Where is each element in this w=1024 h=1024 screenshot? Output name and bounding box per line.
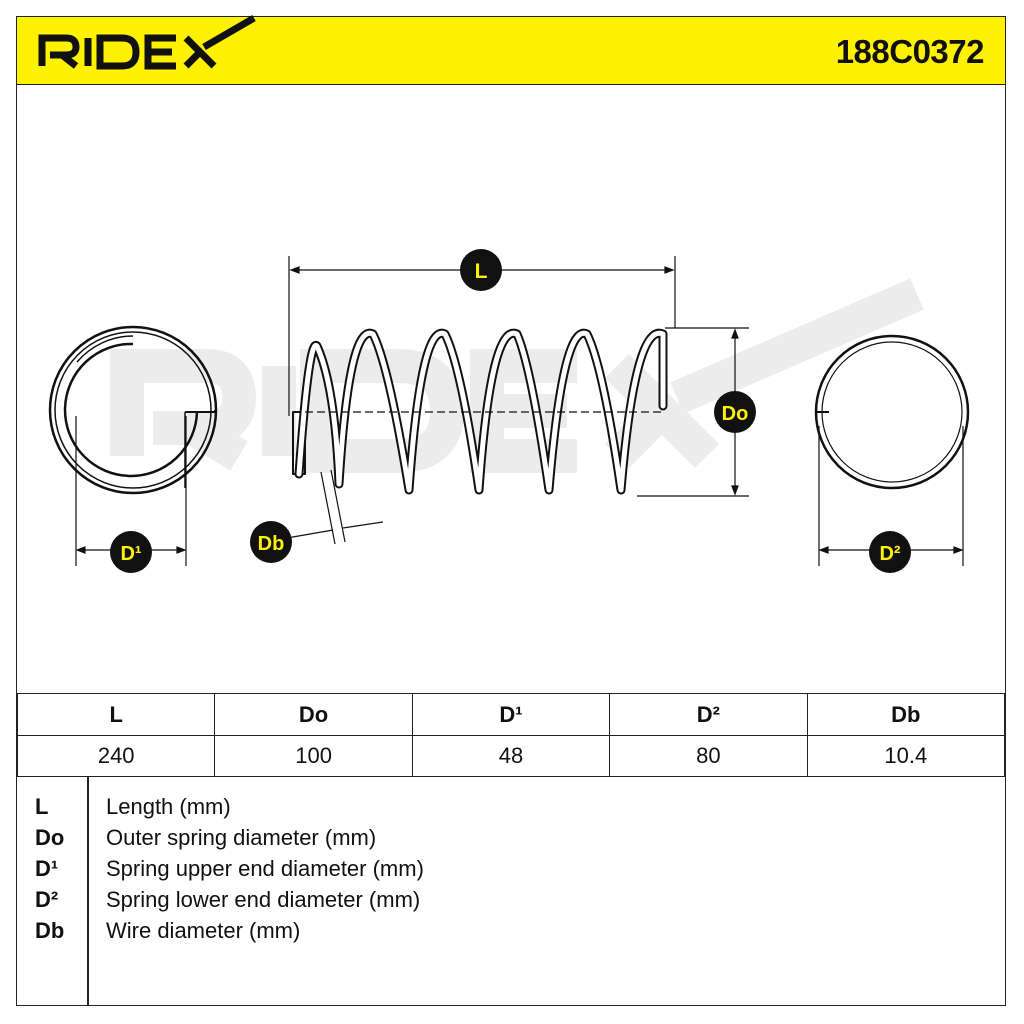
ridex-watermark	[110, 278, 924, 473]
svg-text:D¹: D¹	[120, 543, 141, 565]
legend-desc: Outer spring diameter (mm)	[106, 825, 377, 850]
spec-header-l: L	[16, 693, 216, 736]
legend-item: Do Outer spring diameter (mm)	[17, 825, 1005, 855]
spec-header-d1: D¹	[411, 693, 611, 736]
legend-desc: Wire diameter (mm)	[106, 918, 301, 943]
spec-value-d1: 48	[411, 735, 611, 777]
legend-item: L Length (mm)	[17, 794, 1005, 824]
legend: L Length (mm) Do Outer spring diameter (…	[17, 777, 1005, 1006]
legend-item: D¹ Spring upper end diameter (mm)	[17, 856, 1005, 886]
spring-coil	[292, 328, 668, 495]
outer-frame	[16, 16, 1006, 1006]
legend-abbr: D¹	[35, 856, 59, 881]
part-number: 188C0372	[835, 33, 985, 70]
spec-header-d2: D²	[609, 693, 808, 736]
svg-text:D²: D²	[879, 543, 900, 565]
spring-diagram: L Do D¹ D² Db	[48, 249, 970, 573]
spec-value-db: 10.4	[806, 735, 1006, 777]
ridex-logo	[38, 14, 256, 70]
legend-desc: Spring lower end diameter (mm)	[106, 887, 421, 912]
legend-desc: Length (mm)	[106, 794, 231, 819]
label-badge-d1: D¹	[110, 531, 152, 573]
spec-value-row: 240 100 48 80 10.4	[16, 735, 1006, 777]
label-badge-d2: D²	[869, 531, 911, 573]
spec-value-do: 100	[214, 735, 413, 777]
spec-value-d2: 80	[609, 735, 808, 777]
spec-header-do: Do	[214, 693, 413, 736]
legend-abbr: Do	[35, 825, 65, 850]
legend-item: D² Spring lower end diameter (mm)	[17, 887, 1005, 917]
header-bar	[17, 17, 1005, 85]
spec-header-row: L Do D¹ D² Db	[16, 693, 1006, 736]
svg-text:Do: Do	[722, 403, 749, 425]
svg-text:L: L	[475, 260, 488, 283]
spec-header-db: Db	[806, 693, 1006, 736]
wire-diameter-dimension	[286, 469, 384, 545]
upper-end-ring	[48, 325, 218, 495]
legend-divider	[87, 777, 89, 1006]
legend-item: Db Wire diameter (mm)	[17, 918, 1005, 948]
label-badge-l: L	[460, 249, 502, 291]
spec-value-l: 240	[16, 735, 216, 777]
label-badge-db: Db	[250, 521, 292, 563]
label-badge-do: Do	[714, 391, 756, 433]
spec-table: L Do D¹ D² Db 240 100 48 80 10.4	[16, 693, 1006, 777]
legend-abbr: L	[35, 794, 49, 819]
legend-abbr: Db	[35, 918, 65, 943]
legend-desc: Spring upper end diameter (mm)	[106, 856, 424, 881]
svg-text:Db: Db	[258, 533, 285, 555]
lower-end-dimension	[818, 426, 964, 566]
legend-abbr: D²	[35, 887, 59, 912]
lower-end-ring	[814, 334, 970, 490]
